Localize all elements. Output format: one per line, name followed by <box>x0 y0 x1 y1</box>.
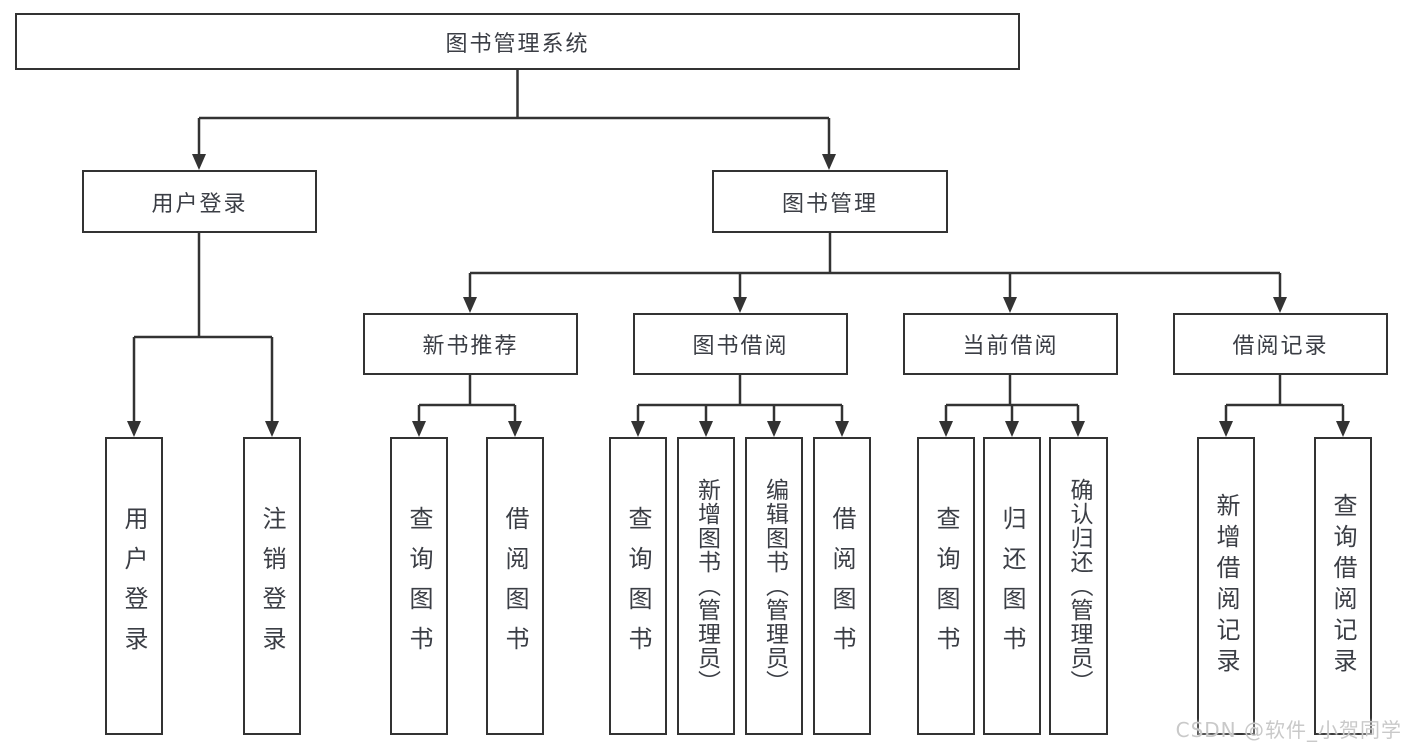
arrow-stems <box>132 118 1345 425</box>
node-br-query-record: 查询借阅记录 <box>1314 437 1372 735</box>
connector-skeleton <box>134 70 1343 407</box>
node-bb-add-books-admin: 新增图书（管理员） <box>677 437 735 735</box>
node-nbr-borrow-books: 借阅图书 <box>486 437 544 735</box>
node-new-book-recommend: 新书推荐 <box>363 313 578 375</box>
node-cb-confirm-return-admin: 确认归还（管理员） <box>1049 437 1108 735</box>
node-logout: 注销登录 <box>243 437 301 735</box>
node-bb-query-books: 查询图书 <box>609 437 667 735</box>
node-cb-return-books: 归还图书 <box>983 437 1041 735</box>
node-user-login: 用户登录 <box>82 170 317 233</box>
node-bb-borrow-books: 借阅图书 <box>813 437 871 735</box>
node-nbr-query-books: 查询图书 <box>390 437 448 735</box>
node-book-borrow: 图书借阅 <box>633 313 848 375</box>
node-book-management: 图书管理 <box>712 170 948 233</box>
node-login: 用户登录 <box>105 437 163 735</box>
node-current-borrow: 当前借阅 <box>903 313 1118 375</box>
node-cb-query-books: 查询图书 <box>917 437 975 735</box>
arrow-heads <box>127 154 1350 437</box>
node-borrow-records: 借阅记录 <box>1173 313 1388 375</box>
node-bb-edit-books-admin: 编辑图书（管理员） <box>745 437 803 735</box>
node-br-add-record: 新增借阅记录 <box>1197 437 1255 735</box>
node-root: 图书管理系统 <box>15 13 1020 70</box>
csdn-watermark: CSDN @软件_小贺同学 <box>1175 718 1402 742</box>
